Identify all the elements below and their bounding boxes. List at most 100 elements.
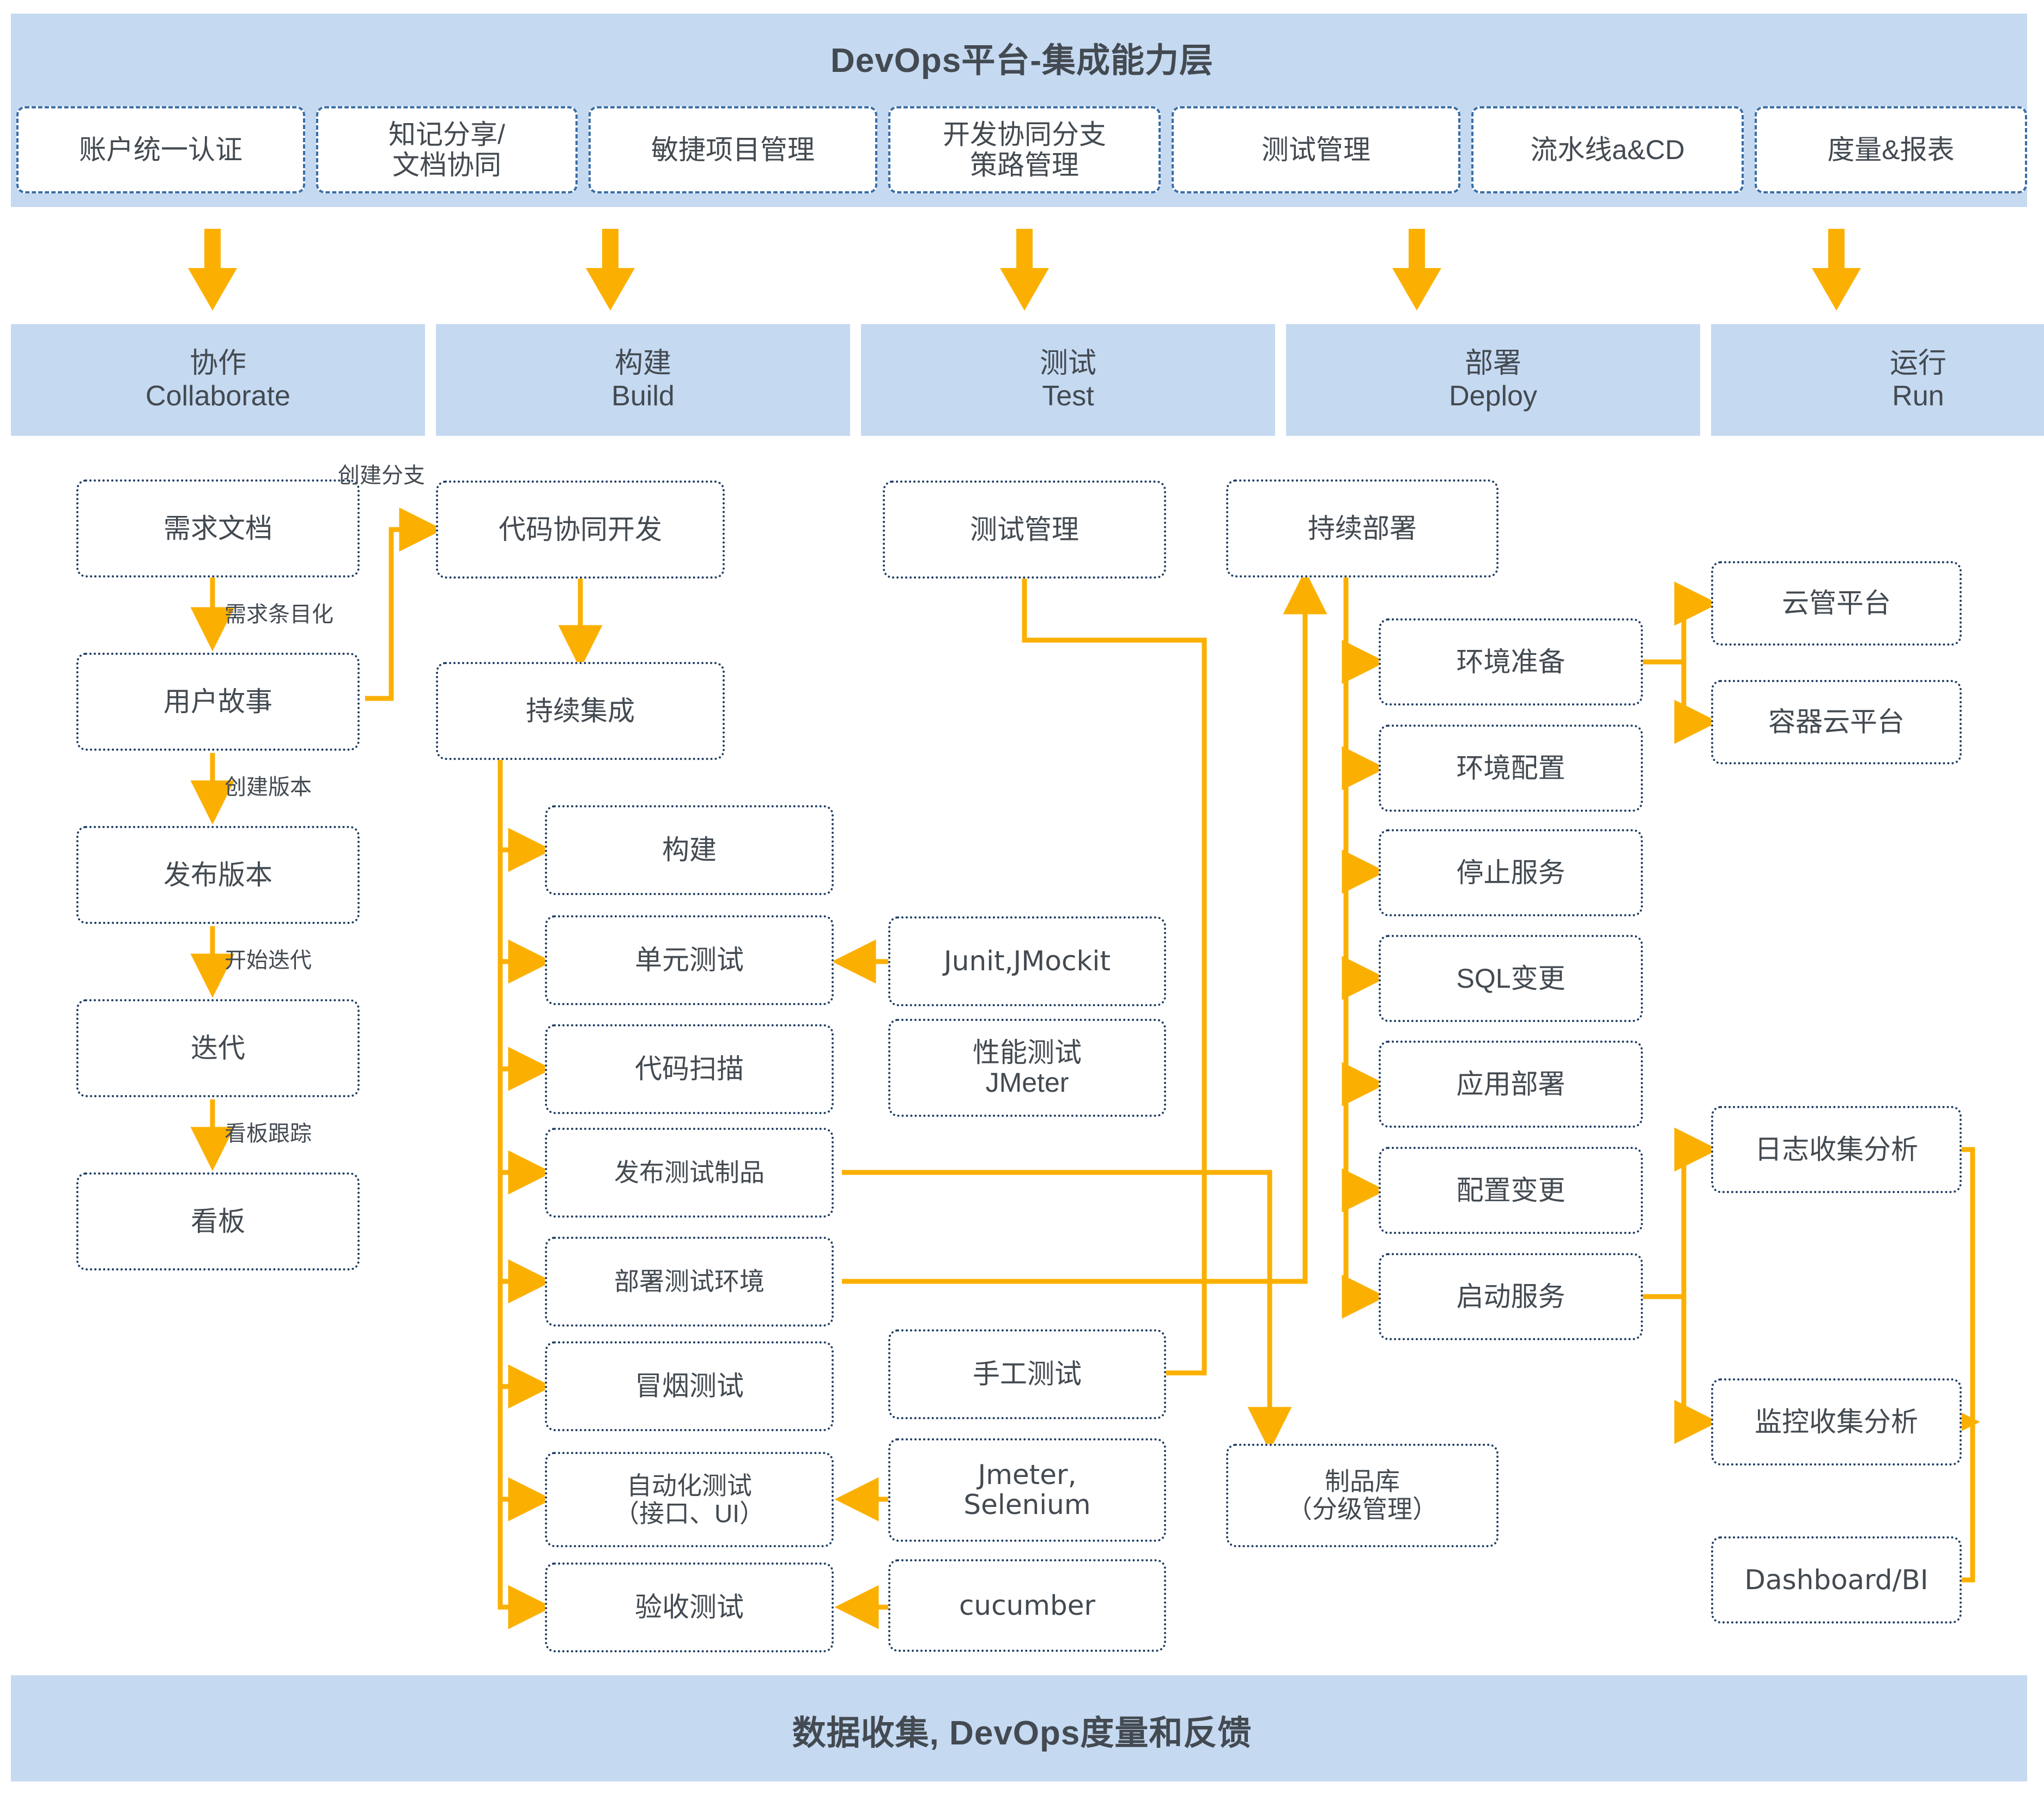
node-kanban[interactable]: 看板 <box>76 1172 360 1270</box>
capability-box-metrics-report[interactable]: 度量&报表 <box>1755 106 2027 193</box>
node-build-step-unit-test[interactable]: 单元测试 <box>545 915 834 1005</box>
stage-chevron-build[interactable]: 构建 Build <box>436 324 850 436</box>
stage-label-cn: 协作 <box>189 348 246 380</box>
down-arrow-icon <box>1392 229 1441 311</box>
node-build-step-code-scan[interactable]: 代码扫描 <box>545 1024 834 1114</box>
node-label: Junit,JMockit <box>944 945 1111 977</box>
node-label: 日志收集分析 <box>1755 1134 1918 1165</box>
node-label: 环境配置 <box>1456 752 1566 783</box>
node-continuous-integration[interactable]: 持续集成 <box>436 662 725 760</box>
node-label: 配置变更 <box>1456 1175 1566 1206</box>
capability-box-knowledge-sharing[interactable]: 知记分享/ 文档协同 <box>316 106 578 193</box>
node-build-step-smoke-test[interactable]: 冒烟测试 <box>545 1341 834 1431</box>
node-build-step-automated-test[interactable]: 自动化测试 （接口、UI） <box>545 1452 834 1547</box>
node-deploy-step-app-deploy[interactable]: 应用部署 <box>1379 1041 1643 1128</box>
node-release-version[interactable]: 发布版本 <box>76 826 360 924</box>
node-build-step-compile[interactable]: 构建 <box>545 805 834 895</box>
node-tool-cucumber[interactable]: cucumber <box>888 1559 1166 1652</box>
node-label: 启动服务 <box>1456 1281 1566 1312</box>
node-label: 迭代 <box>191 1032 245 1063</box>
data-collection-title: 数据收集, DevOps度量和反馈 <box>792 1714 1252 1752</box>
node-label: 应用部署 <box>1456 1068 1566 1099</box>
down-arrow-icon <box>1000 229 1049 311</box>
stage-label-cn: 测试 <box>1039 348 1096 380</box>
down-arrow-icon <box>586 229 635 311</box>
node-tool-jmeter-selenium[interactable]: Jmeter, Selenium <box>888 1438 1166 1542</box>
node-label: 看板 <box>191 1206 245 1237</box>
capability-layer-title: DevOps平台-集成能力层 <box>830 42 1214 80</box>
node-label: 单元测试 <box>635 945 744 975</box>
edge-label-start-iteration: 开始迭代 <box>225 948 312 972</box>
stage-label-en: Collaborate <box>145 380 290 412</box>
capability-label: 流水线a&CD <box>1530 135 1685 165</box>
node-tool-manual-test[interactable]: 手工测试 <box>888 1329 1166 1419</box>
node-artifact-repository[interactable]: 制品库 （分级管理） <box>1226 1444 1499 1547</box>
stage-chevron-run[interactable]: 运行 Run <box>1711 324 2044 436</box>
stage-label-en: Run <box>1892 380 1944 412</box>
stage-chevron-row: 协作 Collaborate 构建 Build 测试 Test 部署 Deplo… <box>11 324 2044 436</box>
stage-chevron-collaborate[interactable]: 协作 Collaborate <box>11 324 425 436</box>
node-deploy-step-env-prepare[interactable]: 环境准备 <box>1379 618 1643 706</box>
node-label: 持续集成 <box>526 695 635 726</box>
node-container-cloud-platform[interactable]: 容器云平台 <box>1711 680 1962 764</box>
capability-box-pipeline-cicd[interactable]: 流水线a&CD <box>1471 106 1744 193</box>
capability-box-agile-project[interactable]: 敏捷项目管理 <box>589 106 877 193</box>
down-arrow-icon <box>188 229 237 311</box>
node-label: 云管平台 <box>1782 588 1891 618</box>
node-deploy-step-sql-change[interactable]: SQL变更 <box>1379 935 1643 1022</box>
node-iteration[interactable]: 迭代 <box>76 999 360 1097</box>
node-build-step-acceptance-test[interactable]: 验收测试 <box>545 1562 834 1652</box>
node-label: 代码扫描 <box>635 1054 744 1084</box>
node-label: 部署测试环境 <box>614 1267 765 1296</box>
stage-label-en: Deploy <box>1449 380 1537 412</box>
node-tool-junit-jmockit[interactable]: Junit,JMockit <box>888 916 1166 1006</box>
node-deploy-step-env-config[interactable]: 环境配置 <box>1379 725 1643 812</box>
capability-label: 测试管理 <box>1261 135 1370 165</box>
node-requirement-doc[interactable]: 需求文档 <box>76 479 360 577</box>
stage-chevron-test[interactable]: 测试 Test <box>861 324 1275 436</box>
node-monitor-collection-analysis[interactable]: 监控收集分析 <box>1711 1378 1962 1466</box>
node-label: 发布测试制品 <box>614 1158 765 1187</box>
node-code-collaborative-dev[interactable]: 代码协同开发 <box>436 481 725 579</box>
node-label: SQL变更 <box>1456 963 1566 994</box>
node-label: 环境准备 <box>1456 646 1566 677</box>
node-label: Dashboard/BI <box>1744 1564 1928 1596</box>
node-label: 手工测试 <box>973 1359 1082 1389</box>
capability-label: 知记分享/ 文档协同 <box>389 119 505 180</box>
edge-label-create-branch: 创建分支 <box>338 464 425 488</box>
down-arrow-icon <box>1812 229 1861 311</box>
node-label: 测试管理 <box>970 514 1079 545</box>
node-label: 用户故事 <box>163 686 272 717</box>
stage-label-en: Build <box>611 380 675 412</box>
capability-label: 账户统一认证 <box>79 135 242 165</box>
node-dashboard-bi[interactable]: Dashboard/BI <box>1711 1536 1962 1623</box>
node-label: 容器云平台 <box>1768 707 1905 737</box>
edge-label-kanban-tracking: 看板跟踪 <box>225 1122 312 1146</box>
stage-label-cn: 运行 <box>1889 348 1946 380</box>
node-log-collection-analysis[interactable]: 日志收集分析 <box>1711 1106 1962 1193</box>
node-tool-performance-jmeter[interactable]: 性能测试 JMeter <box>888 1019 1166 1117</box>
node-label: 冒烟测试 <box>635 1371 744 1401</box>
node-deploy-step-start-service[interactable]: 启动服务 <box>1379 1253 1643 1340</box>
node-user-story[interactable]: 用户故事 <box>76 653 360 751</box>
capability-label: 度量&报表 <box>1827 135 1955 165</box>
node-label: 停止服务 <box>1456 857 1566 888</box>
node-continuous-deployment[interactable]: 持续部署 <box>1226 479 1499 577</box>
node-build-step-deploy-test-env[interactable]: 部署测试环境 <box>545 1237 834 1327</box>
stage-chevron-deploy[interactable]: 部署 Deploy <box>1286 324 1700 436</box>
node-build-step-publish-artifact[interactable]: 发布测试制品 <box>545 1128 834 1218</box>
node-cloud-management-platform[interactable]: 云管平台 <box>1711 561 1962 646</box>
capability-box-account-sso[interactable]: 账户统一认证 <box>16 106 305 193</box>
capability-box-test-management[interactable]: 测试管理 <box>1172 106 1460 193</box>
stage-label-cn: 部署 <box>1464 348 1521 380</box>
capability-box-branch-strategy[interactable]: 开发协同分支 策路管理 <box>888 106 1161 193</box>
node-deploy-step-config-change[interactable]: 配置变更 <box>1379 1147 1643 1234</box>
node-label: 验收测试 <box>635 1592 744 1622</box>
capability-label: 开发协同分支 策路管理 <box>943 119 1106 180</box>
node-label: 需求文档 <box>163 513 272 544</box>
node-test-management[interactable]: 测试管理 <box>883 481 1166 579</box>
stage-label-en: Test <box>1042 380 1094 412</box>
node-deploy-step-stop-service[interactable]: 停止服务 <box>1379 829 1643 916</box>
node-label: 持续部署 <box>1308 513 1417 544</box>
